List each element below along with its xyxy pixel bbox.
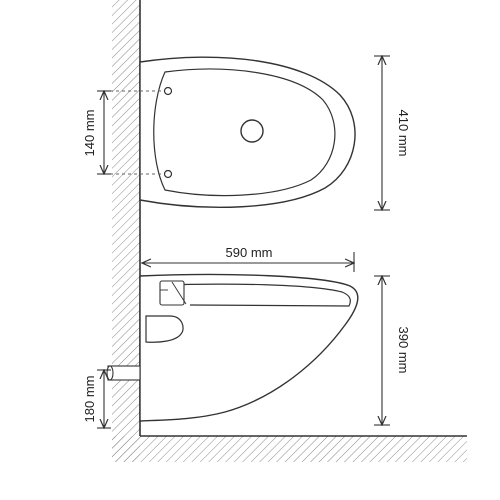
hinge [159, 280, 185, 306]
drain-hole [240, 119, 264, 143]
seat-inner-outline [153, 68, 336, 197]
dimension-seat-width: 410 mm [374, 56, 411, 210]
toilet-top-view [139, 56, 356, 208]
dimension-label-seat-width: 410 mm [396, 110, 411, 157]
bowl-body [139, 273, 359, 422]
bolt-hole-top [163, 86, 173, 96]
dimension-height: 390 mm [374, 276, 411, 425]
drain-pipe [106, 365, 141, 381]
inner-bowl [145, 315, 184, 343]
seat-lid-line [159, 283, 351, 307]
dimension-label-height: 390 mm [396, 327, 411, 374]
dimension-label-pipe-height: 180 mm [82, 376, 97, 423]
bolt-hole-bottom [163, 169, 173, 179]
dimension-pipe-height: 180 mm [82, 370, 111, 428]
dimension-seat-length: 590 mm [142, 245, 354, 272]
wall [112, 0, 141, 462]
bolt-extension-lines [104, 90, 164, 175]
dimension-label-seat-length: 590 mm [226, 245, 273, 260]
dimension-bolt-spacing: 140 mm [82, 91, 111, 174]
dimension-label-bolt-spacing: 140 mm [82, 110, 97, 157]
toilet-side-view [139, 273, 359, 422]
floor [112, 435, 467, 462]
